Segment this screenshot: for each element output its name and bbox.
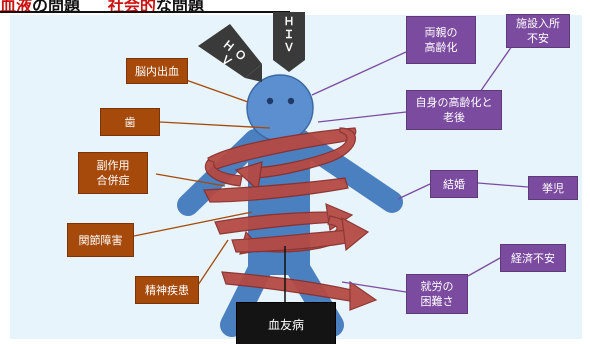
label-mental-illness: 精神疾患 bbox=[135, 276, 199, 304]
label-parents-aging: 両親の 高齢化 bbox=[406, 16, 476, 64]
right-arm bbox=[289, 129, 403, 213]
hiv-arrow-shape bbox=[273, 12, 305, 72]
slide-title: 血液の問題 社会的な問題 bbox=[0, 0, 290, 15]
right-eye bbox=[287, 97, 295, 105]
spiral-arrow bbox=[203, 127, 378, 311]
title-underline bbox=[0, 11, 290, 13]
label-childbirth: 挙児 bbox=[528, 176, 578, 200]
hov-banner bbox=[198, 24, 262, 82]
hiv-label: Ｈ Ｉ Ｖ bbox=[283, 15, 295, 54]
label-self-aging: 自身の高齢化と 老後 bbox=[406, 90, 502, 130]
label-teeth: 歯 bbox=[100, 108, 160, 136]
right-connectors bbox=[311, 45, 529, 293]
left-connectors bbox=[133, 79, 271, 289]
label-joint-disorder: 関節障害 bbox=[67, 223, 134, 257]
label-side-effects: 副作用 合併症 bbox=[78, 152, 148, 194]
label-hemophilia: 血友病 bbox=[236, 302, 336, 344]
label-brain-bleed: 脳内出血 bbox=[126, 58, 188, 84]
hov-arrow-shape bbox=[198, 24, 262, 78]
head bbox=[246, 74, 314, 142]
left-eye bbox=[266, 97, 274, 105]
label-marriage: 結婚 bbox=[430, 170, 478, 198]
label-facility-anxiety: 施設入所 不安 bbox=[506, 14, 570, 48]
label-economic-anxiety: 経済不安 bbox=[500, 244, 566, 272]
hiv-banner bbox=[273, 12, 305, 72]
label-employment-difficulty: 就労の 困難さ bbox=[406, 274, 468, 314]
